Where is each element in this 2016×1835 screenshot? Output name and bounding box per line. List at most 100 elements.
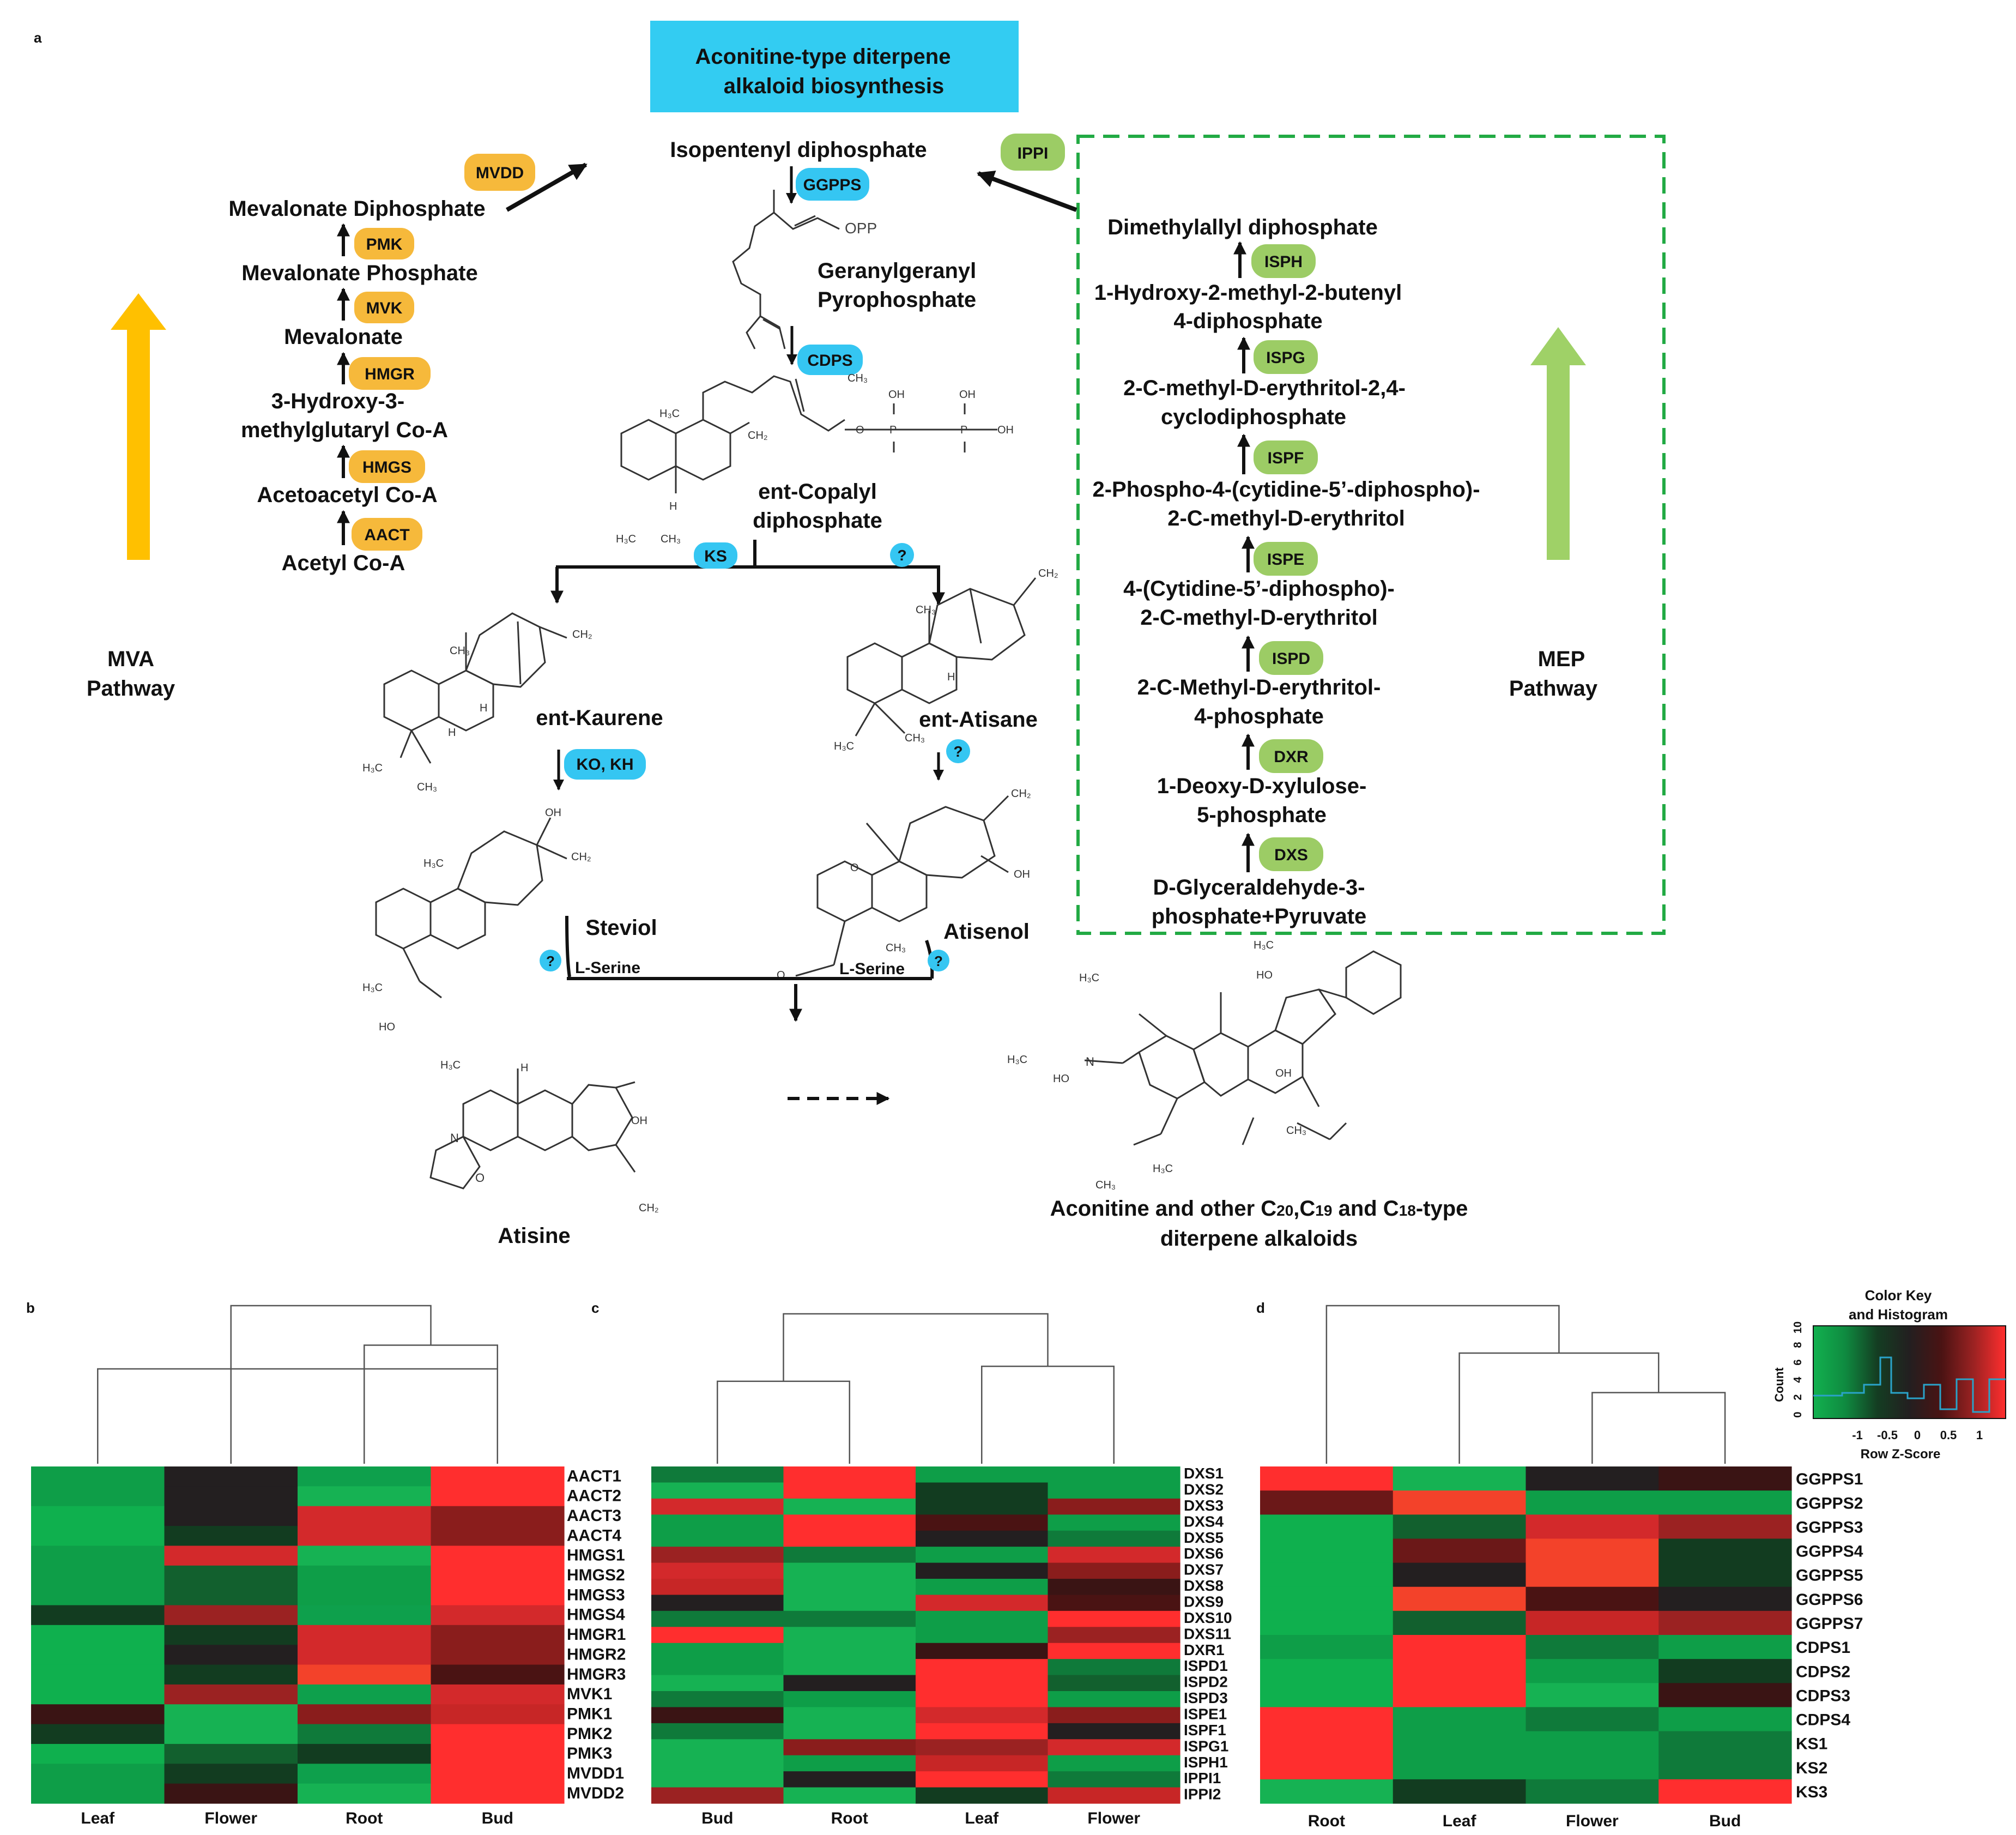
mep-compound-hmbpp-1: 1-Hydroxy-2-methyl-2-butenyl — [1094, 281, 1402, 305]
heatmap-cell — [916, 1482, 1049, 1499]
kaurene-ch2: CH₂ — [572, 629, 592, 641]
heatmap-cell — [1525, 1562, 1659, 1587]
heatmap-cell — [1048, 1579, 1180, 1596]
heatmap-row-label: HMGS2 — [567, 1566, 625, 1584]
heatmap-cell — [164, 1724, 298, 1745]
heatmap-cell — [164, 1664, 298, 1685]
mep-pathway: MEP Pathway Dimethylallyl diphosphate 1-… — [977, 134, 1666, 935]
q-label-1: ? — [897, 547, 906, 564]
heatmap-cell — [1048, 1771, 1180, 1788]
hmgs-label: HMGS — [362, 458, 411, 476]
heatmap-cell — [783, 1610, 916, 1627]
heatmap-cell — [164, 1704, 298, 1725]
title-box — [650, 21, 1019, 112]
heatmap-cell — [916, 1707, 1049, 1724]
steviol-h3c-2: H₃C — [362, 982, 383, 994]
kaurene-ch3: CH₃ — [450, 645, 470, 657]
dendrogram-branch — [783, 1313, 1049, 1381]
heatmap-cell — [1658, 1586, 1792, 1611]
mep-compound-mep-1: 2-C-Methyl-D-erythritol- — [1137, 675, 1381, 699]
color-key-ytick: 8 — [1792, 1342, 1804, 1348]
color-key-xtick: 0 — [1914, 1428, 1921, 1442]
heatmap-cell — [783, 1723, 916, 1740]
heatmap-cell — [1260, 1586, 1394, 1611]
copalyl-oh-2: OH — [959, 389, 976, 401]
mep-compound-gap-1: D-Glyceraldehyde-3- — [1153, 876, 1365, 900]
color-key-ytick: 2 — [1792, 1394, 1804, 1400]
heatmap-cell — [651, 1643, 784, 1659]
mva-compound-mevalonate-phosphate: Mevalonate Phosphate — [241, 261, 477, 285]
mva-pathway: MVA Pathway Mevalonate Diphosphate Meval… — [87, 154, 588, 701]
ispd-label: ISPD — [1272, 650, 1310, 668]
heatmap-cell — [1658, 1538, 1792, 1564]
heatmap-row-label: IPPI1 — [1184, 1770, 1221, 1786]
heatmap-row-label: HMGR3 — [567, 1665, 626, 1683]
heatmap-cell — [1048, 1466, 1180, 1483]
heatmap-row-label: CDPS2 — [1796, 1663, 1850, 1681]
heatmap-cell — [298, 1546, 432, 1566]
heatmap-cell — [1393, 1707, 1527, 1732]
title-line-2: alkaloid biosynthesis — [724, 74, 945, 98]
dendrogram-branch — [230, 1305, 432, 1464]
ks-label: KS — [704, 547, 727, 565]
heatmap-cell — [651, 1530, 784, 1547]
heatmap-cell — [298, 1724, 432, 1745]
heatmap-row-label: GGPPS3 — [1796, 1518, 1863, 1536]
mva-label-1: MVA — [107, 647, 154, 671]
compound-steviol: Steviol — [585, 916, 657, 940]
panel-label-c: c — [591, 1300, 599, 1316]
heatmap-cell — [31, 1684, 165, 1705]
compound-ggpp-1: Geranylgeranyl — [818, 259, 976, 283]
compound-copalyl-1: ent-Copalyl — [758, 480, 877, 504]
aconitine-h3c-3: H₃C — [1007, 1054, 1027, 1066]
heatmap-row-label: HMGS1 — [567, 1547, 625, 1565]
heatmap-cell — [1525, 1659, 1659, 1683]
heatmap-row-label: HMGS4 — [567, 1606, 625, 1624]
copalyl-h3c-2: H₃C — [616, 533, 636, 545]
heatmap-row-label: GGPPS5 — [1796, 1567, 1863, 1585]
heatmap-cell — [916, 1514, 1049, 1531]
heatmap-cell — [1260, 1731, 1394, 1756]
heatmap-col-label: Flower — [204, 1809, 257, 1827]
kaurene-h: H — [480, 702, 487, 714]
heatmap-cell — [298, 1585, 432, 1606]
dendrogram-branch — [1458, 1352, 1660, 1464]
heatmap-cell — [916, 1498, 1049, 1515]
heatmap-cell — [916, 1547, 1049, 1564]
heatmap-cell — [1393, 1659, 1527, 1683]
heatmap-cell — [31, 1565, 165, 1586]
heatmap-cell — [651, 1498, 784, 1515]
heatmap-cell — [298, 1565, 432, 1586]
heatmap-cell — [1393, 1466, 1527, 1491]
ippi-label: IPPI — [1018, 144, 1049, 162]
heatmap-cell — [164, 1625, 298, 1645]
heatmap-col-label: Bud — [482, 1809, 513, 1827]
copalyl-o: O — [856, 424, 864, 436]
mva-compound-acetyl: Acetyl Co-A — [282, 551, 405, 575]
heatmap-cell — [916, 1659, 1049, 1676]
heatmap-row-label: DXS6 — [1184, 1545, 1224, 1562]
kaurene-ch3-2: CH₃ — [417, 781, 437, 793]
serine-label-2: L-Serine — [839, 960, 905, 978]
atisine-h: H — [520, 1062, 528, 1074]
mep-compound-gap-2: phosphate+Pyruvate — [1152, 904, 1367, 928]
mva-compound-hmg-1: 3-Hydroxy-3- — [271, 389, 405, 413]
copalyl-ch3-2: CH₃ — [661, 533, 681, 545]
dxr-label: DXR — [1274, 748, 1309, 766]
heatmap-cell — [651, 1595, 784, 1611]
heatmap-row-label: PMK2 — [567, 1725, 612, 1743]
heatmap-cell — [916, 1595, 1049, 1611]
heatmap-cell — [1525, 1610, 1659, 1635]
aconitine-n: N — [1086, 1055, 1094, 1069]
heatmap-row-label: DXS8 — [1184, 1577, 1224, 1594]
heatmap-cell — [1393, 1586, 1527, 1611]
mep-label-1: MEP — [1538, 647, 1585, 671]
heatmap-cell — [431, 1506, 565, 1526]
heatmap-cell — [31, 1625, 165, 1645]
heatmap-cell — [298, 1526, 432, 1547]
heatmap-cell — [916, 1579, 1049, 1596]
heatmap-row-label: DXS9 — [1184, 1593, 1224, 1610]
atisine-o: O — [475, 1171, 485, 1185]
atisane-h3c: H₃C — [834, 740, 854, 752]
heatmap-cell — [783, 1482, 916, 1499]
